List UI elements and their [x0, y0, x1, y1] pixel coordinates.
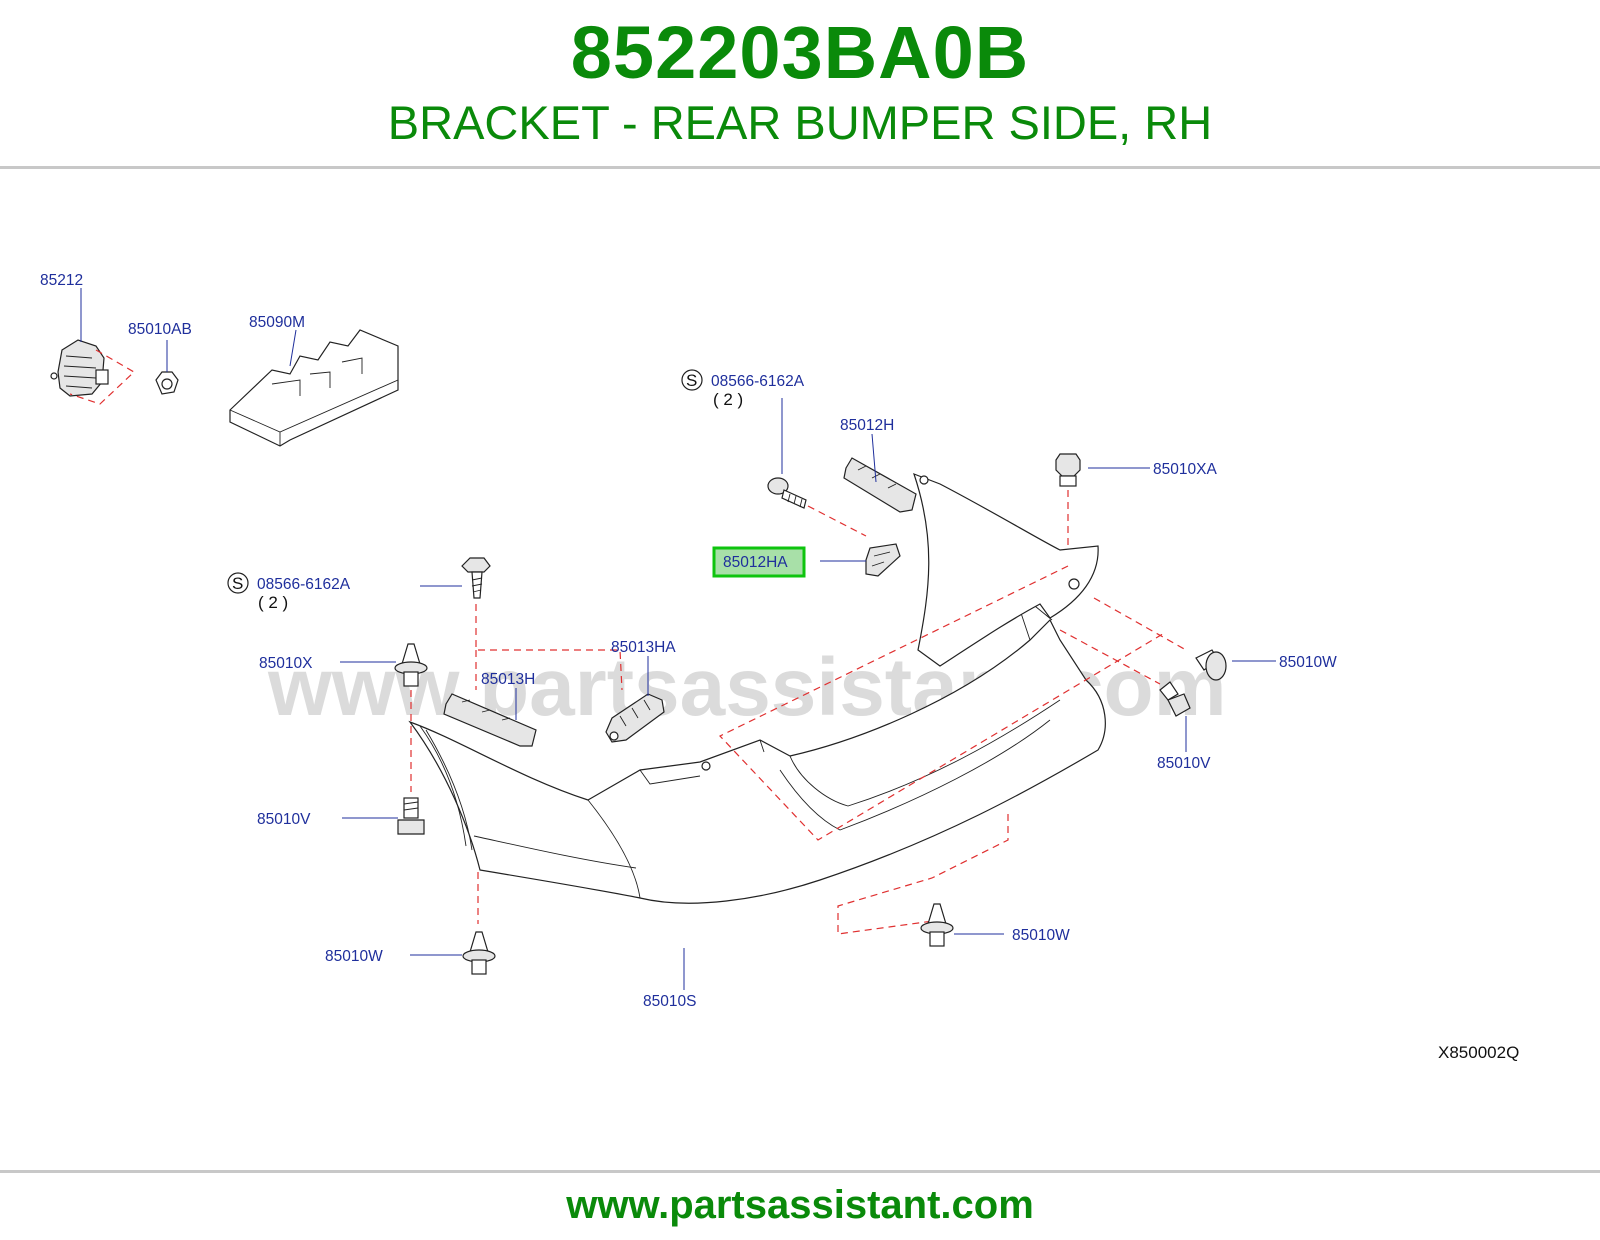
label-screw-top[interactable]: 08566-6162A [711, 373, 805, 390]
label-85010AB[interactable]: 85010AB [128, 321, 192, 338]
diagram-code: X850002Q [1438, 1043, 1519, 1062]
label-85013H[interactable]: 85013H [481, 671, 535, 688]
parts-diagram: www.partsassistant.com 85212 85010AB 850… [40, 272, 1519, 1062]
dash-bumper-right-bolt [1059, 629, 1161, 685]
part-85012H-graphic [843, 457, 917, 513]
dash-bumper-top [719, 565, 1167, 841]
standard-symbol-left [227, 572, 249, 594]
part-description: BRACKET - REAR BUMPER SIDE, RH [387, 96, 1213, 149]
label-85212[interactable]: 85212 [40, 272, 83, 289]
label-85010XA[interactable]: 85010XA [1153, 461, 1217, 478]
qty-screw-left: ( 2 ) [258, 593, 288, 612]
label-85010V-right[interactable]: 85010V [1157, 755, 1211, 772]
part-85013H-graphic [443, 693, 537, 747]
part-85010W-right-graphic [1195, 649, 1227, 681]
dash-screw-top [807, 505, 867, 537]
standard-symbol-top [681, 369, 703, 391]
part-85090M-graphic [229, 329, 399, 447]
label-screw-left[interactable]: 08566-6162A [257, 576, 351, 593]
part-85012HA-graphic [865, 543, 901, 577]
part-85010V-right-graphic [1159, 681, 1191, 717]
label-85010S[interactable]: 85010S [643, 993, 696, 1010]
standard-s-left: S [232, 574, 243, 593]
highlight-box-85012HA [712, 546, 806, 578]
dash-bumper-bottom [837, 814, 1009, 935]
label-85013HA[interactable]: 85013HA [611, 639, 676, 656]
label-85090M[interactable]: 85090M [249, 314, 305, 331]
label-85012H[interactable]: 85012H [840, 417, 894, 434]
header: 852203BA0B BRACKET - REAR BUMPER SIDE, R… [0, 0, 1600, 168]
part-number-title: 852203BA0B [570, 11, 1030, 94]
footer-divider [0, 1170, 1600, 1173]
part-85010W-bottom-left-graphic [462, 931, 496, 975]
dash-bumper-right-clip [1093, 597, 1187, 651]
part-85010S-bumper-graphic [408, 472, 1106, 904]
label-85010W-bottom-left[interactable]: 85010W [325, 948, 383, 965]
header-divider [0, 166, 1600, 169]
part-85010V-left-graphic [397, 797, 425, 835]
part-85212-graphic [50, 339, 109, 397]
part-85013HA-graphic [605, 693, 665, 743]
label-85010W-right[interactable]: 85010W [1279, 654, 1337, 671]
part-85010XA-graphic [1055, 453, 1081, 487]
leader-85012H [871, 433, 877, 483]
standard-s-top: S [686, 371, 697, 390]
label-85010V-left[interactable]: 85010V [257, 811, 311, 828]
qty-screw-top: ( 2 ) [713, 390, 743, 409]
footer-url-link[interactable]: www.partsassistant.com [566, 1183, 1034, 1227]
part-screw-left-graphic [461, 557, 491, 599]
part-85010X-graphic [394, 643, 428, 687]
leader-85090M [289, 329, 297, 367]
part-screw-top-graphic [767, 477, 807, 509]
label-85010W-bottom-right[interactable]: 85010W [1012, 927, 1070, 944]
label-85012HA[interactable]: 85012HA [723, 554, 788, 571]
part-85010W-bottom-right-graphic [920, 903, 954, 947]
label-85010X[interactable]: 85010X [259, 655, 313, 672]
dash-screw-left [475, 604, 623, 691]
part-85010AB-graphic [155, 371, 179, 395]
